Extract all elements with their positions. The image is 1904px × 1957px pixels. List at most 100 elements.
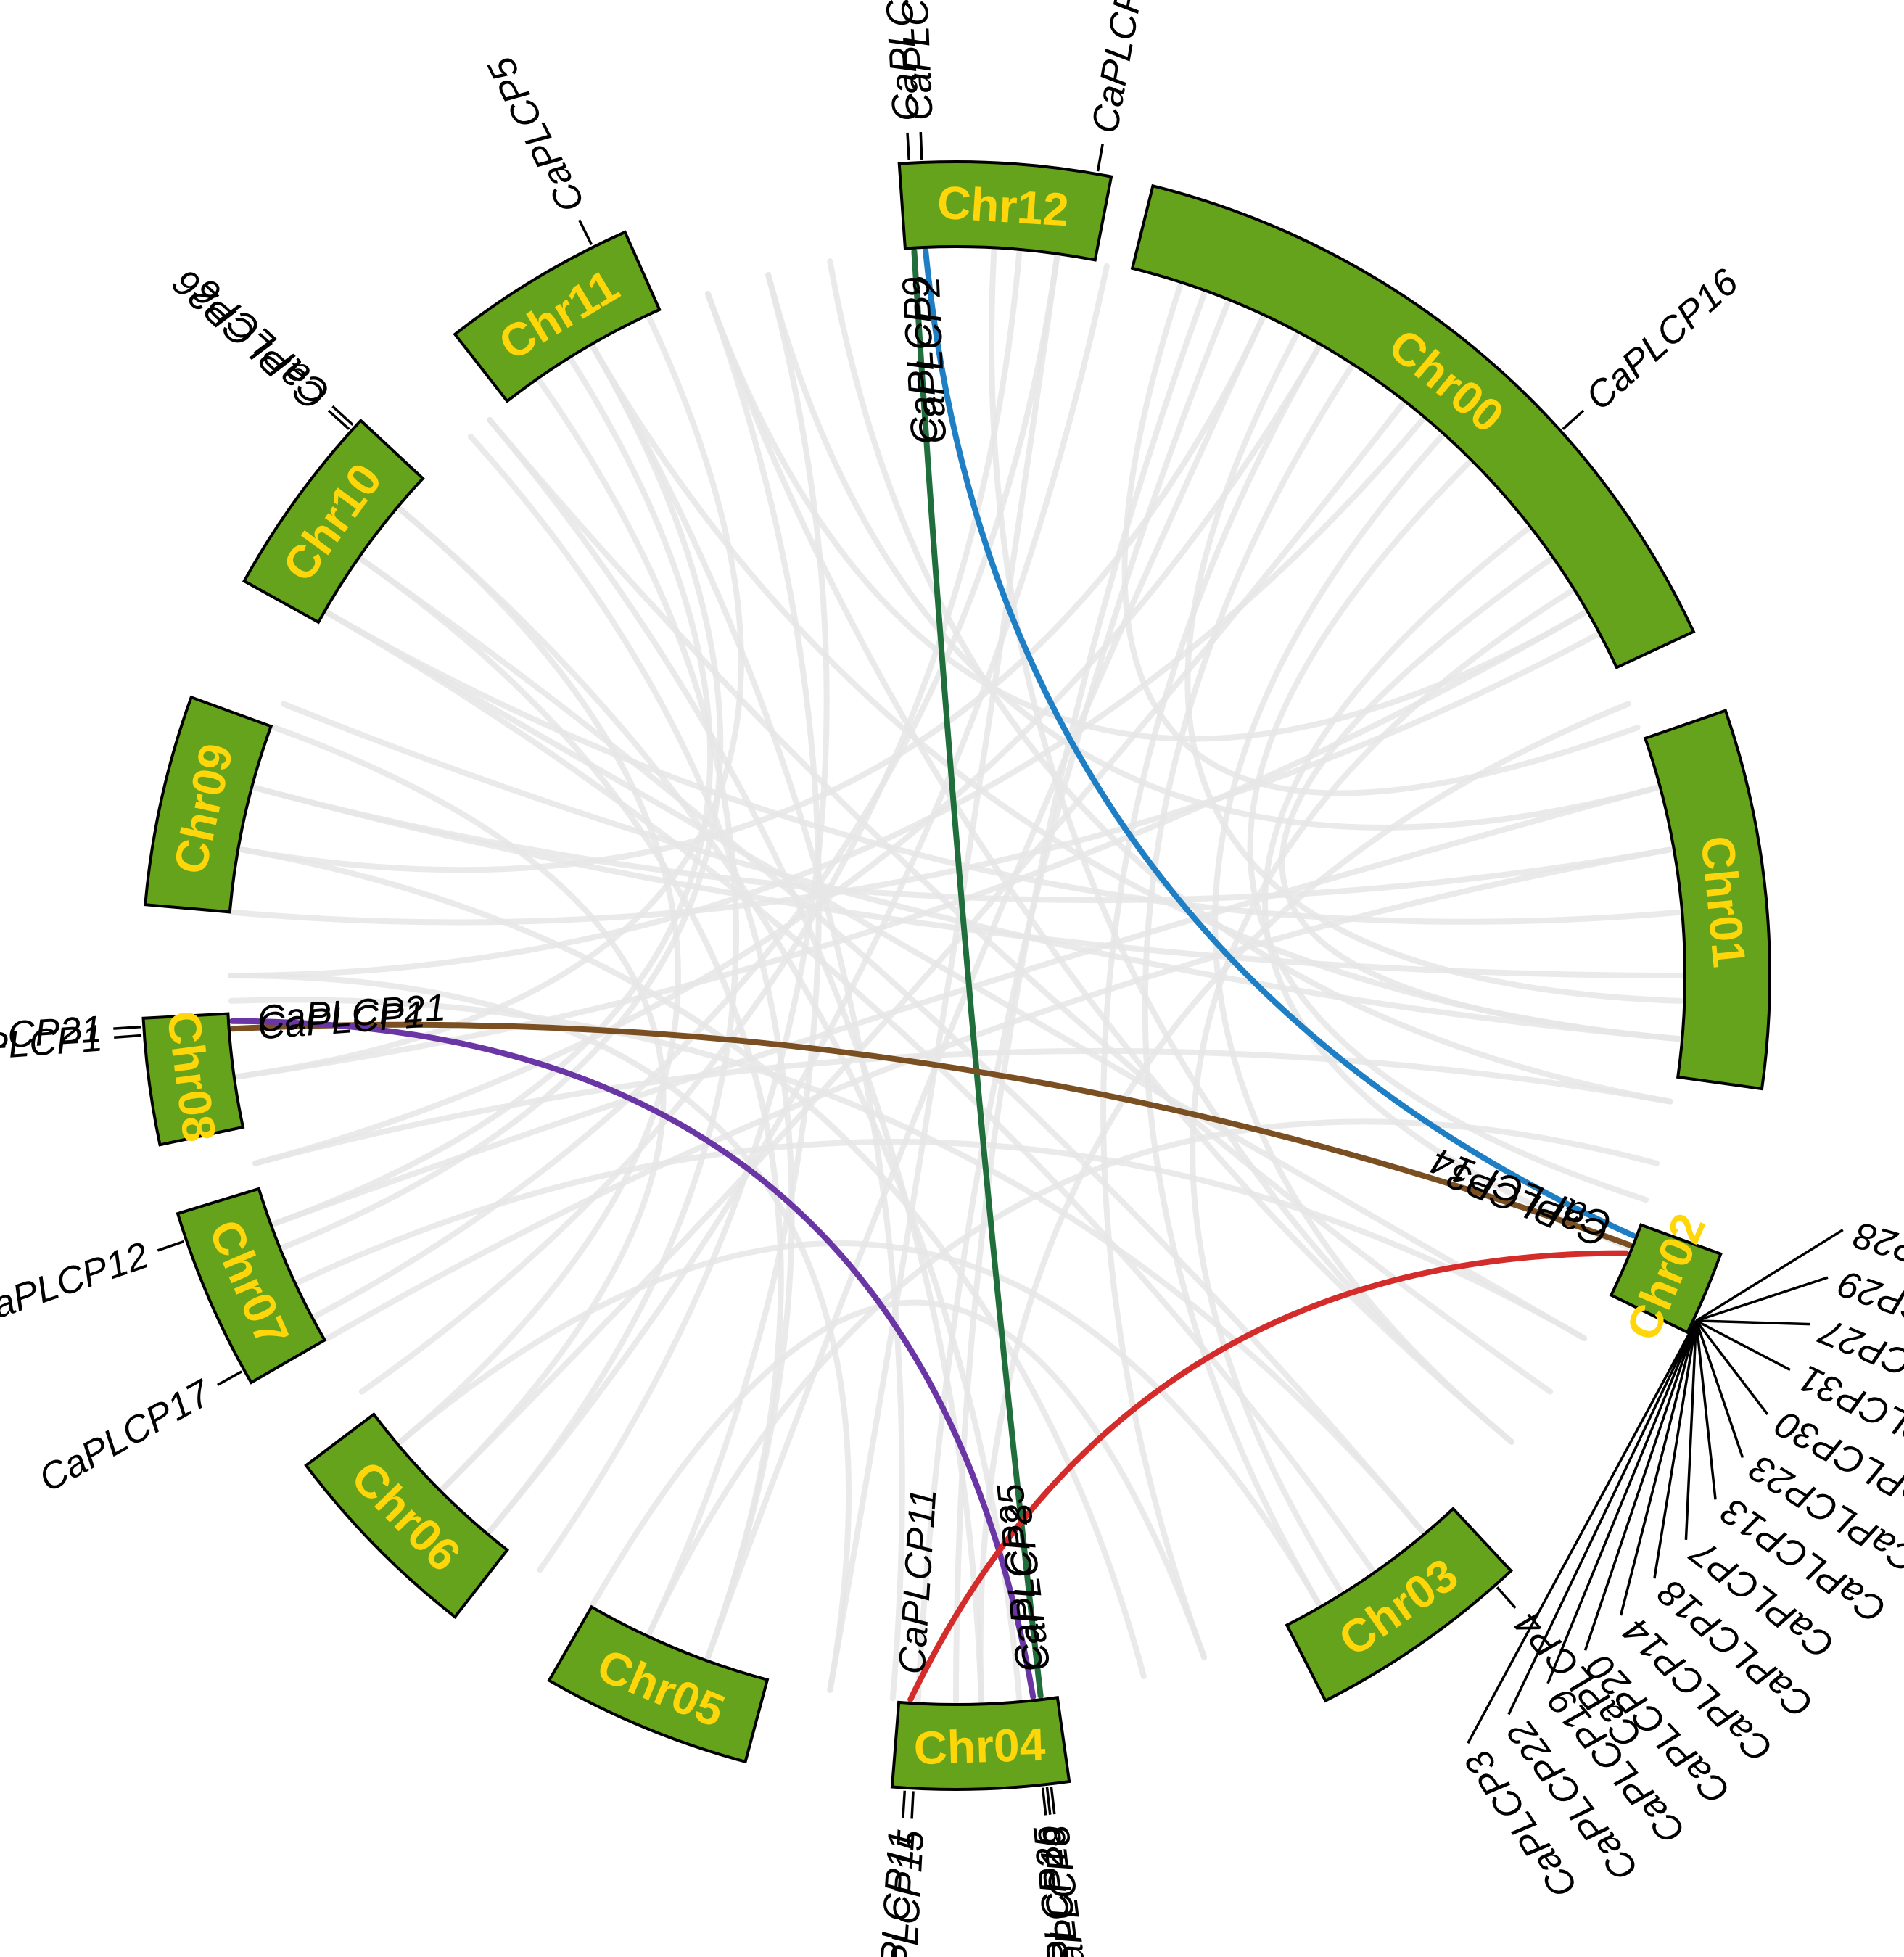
background-link-53 <box>827 254 1060 1693</box>
background-link-48 <box>234 315 744 1080</box>
background-link-12 <box>324 610 1682 925</box>
duplication-link-pair-2-14 <box>923 247 1636 1239</box>
gene-tick-caplcp16 <box>1562 409 1585 430</box>
background-link-10 <box>271 785 1660 1227</box>
gene-tick-caplcp11 <box>902 1790 907 1818</box>
gene-tick-caplcp7 <box>1684 1320 1698 1540</box>
background-link-27 <box>228 973 852 1693</box>
gene-tick-caplcp12 <box>157 1240 184 1252</box>
gene-tick-caplcp19 <box>1546 1320 1698 1684</box>
background-link-56 <box>1184 332 1684 1004</box>
gene-tick-caplcp4 <box>1496 1586 1517 1609</box>
gene-label-caplcp1: CaPLCP1 <box>0 1017 104 1071</box>
gene-label-caplcp17: CaPLCP17 <box>32 1372 218 1501</box>
gene-label-caplcp24: CaPLCP24 <box>1084 0 1158 136</box>
gene-tick-caplcp14 <box>1619 1320 1698 1616</box>
background-link-21 <box>324 610 1375 1573</box>
inner-label-caplcp2: CaPLCP2 <box>906 276 955 445</box>
background-link-57 <box>1212 433 1515 1445</box>
chromosome-band-chr05 <box>547 1604 770 1764</box>
chromosome-band-chr00 <box>1130 184 1696 670</box>
chromosome-label-chr12: Chr12 <box>936 176 1070 236</box>
gene-label-caplcp2: CaPLCP2 <box>892 0 941 121</box>
gene-tick-caplcp25 <box>1041 1787 1047 1816</box>
background-link-47 <box>271 357 714 1227</box>
chromosome-band-chr11 <box>453 230 662 403</box>
background-link-7 <box>1262 526 1632 1251</box>
background-link-34 <box>313 254 1060 1319</box>
background-link-52 <box>989 248 1515 1445</box>
background-link-5 <box>440 400 1406 1492</box>
background-link-8 <box>1190 588 1575 1594</box>
background-link-46 <box>487 378 739 1535</box>
gene-tick-caplcp8 <box>1050 1787 1056 1815</box>
chromosome-band-chr02 <box>1609 1223 1723 1335</box>
background-link-41 <box>280 701 1682 1042</box>
background-link-49 <box>704 291 1588 742</box>
background-link-42 <box>324 610 1588 1341</box>
background-link-16 <box>646 1118 1660 1636</box>
chromosome-band-chr12 <box>897 160 1113 262</box>
background-link-58 <box>1279 556 1682 1042</box>
background-link-29 <box>646 291 822 1636</box>
gene-label-caplcp5: CaPLCP5 <box>480 49 593 219</box>
background-link-50 <box>765 272 1660 831</box>
background-link-26 <box>590 344 905 1702</box>
chromosome-band-chr08 <box>141 1012 245 1147</box>
gene-tick-caplcp24 <box>1096 144 1104 172</box>
gene-tick-caplcp26 <box>327 409 350 430</box>
gene-tick-caplcp15 <box>910 1791 915 1819</box>
gene-tick-caplcp30 <box>1695 1319 1769 1416</box>
gene-tick-caplcp29 <box>1695 1276 1829 1322</box>
gene-tick-caplcp18 <box>1653 1320 1698 1579</box>
background-link-11 <box>324 846 1673 1341</box>
gene-tick-caplcp22 <box>1507 1320 1698 1715</box>
background-link-38 <box>228 416 1425 978</box>
background-link-31 <box>271 724 667 1492</box>
background-link-54 <box>487 263 1110 1535</box>
duplication-link-pair-21-25 <box>228 1018 1037 1700</box>
segmental-duplication-links <box>228 247 1636 1703</box>
background-link-59 <box>977 701 1632 1704</box>
gene-label-caplcp6: CaPLCP6 <box>186 270 338 414</box>
background-link-36 <box>252 344 1322 1166</box>
gene-tick-caplcp21 <box>113 1025 141 1030</box>
gene-label-caplcp12: CaPLCP12 <box>0 1235 154 1336</box>
background-link-25 <box>487 416 984 1704</box>
background-collinearity-links <box>228 248 1684 1704</box>
gene-tick-caplcp23 <box>1694 1320 1744 1459</box>
gene-tick-caplcp10 <box>1045 1787 1052 1815</box>
gene-tick-caplcp27 <box>1696 1319 1810 1326</box>
chromosome-band-chr06 <box>304 1412 510 1619</box>
background-link-45 <box>467 433 795 1660</box>
gene-tick-caplcp1 <box>113 1034 142 1039</box>
background-link-43 <box>358 556 1425 1535</box>
background-link-35 <box>280 344 724 1251</box>
gene-tick-caplcp13 <box>1694 1320 1717 1500</box>
background-link-32 <box>397 506 681 1445</box>
background-link-55 <box>1121 282 1641 796</box>
gene-label-caplcp9: CaPLCP9 <box>876 0 928 123</box>
duplication-link-pair-1-3 <box>229 1021 1633 1248</box>
background-link-23 <box>590 1299 1208 1660</box>
gene-tick-caplcp9 <box>906 132 910 160</box>
background-link-39 <box>239 315 1266 873</box>
duplication-link-pair-9-8 <box>911 248 1044 1700</box>
chromosome-band-chr10 <box>242 418 425 625</box>
chromosome-band-chr07 <box>176 1187 327 1385</box>
gene-tick-caplcp2 <box>919 131 923 160</box>
chromosome-label-chr04: Chr04 <box>913 1718 1047 1775</box>
gene-tick-caplcp17 <box>217 1370 243 1386</box>
gene-label-caplcp15: CaPLCP15 <box>881 1829 933 1957</box>
chromosome-label-chr01: Chr01 <box>1691 833 1756 969</box>
gene-label-caplcp16: CaPLCP16 <box>1578 261 1747 419</box>
gene-tick-caplcp31 <box>1695 1319 1791 1372</box>
background-link-20 <box>228 997 1425 1535</box>
chromosome-band-chr01 <box>1643 709 1771 1091</box>
chromosome-band-chr03 <box>1285 1507 1514 1703</box>
chromosome-band-chr04 <box>890 1695 1071 1791</box>
chromosome-band-chr09 <box>144 695 273 914</box>
background-link-18 <box>487 416 1554 1395</box>
duplication-link-pair-11-3 <box>907 1250 1629 1703</box>
gene-tick-caplcp3 <box>1467 1320 1698 1744</box>
